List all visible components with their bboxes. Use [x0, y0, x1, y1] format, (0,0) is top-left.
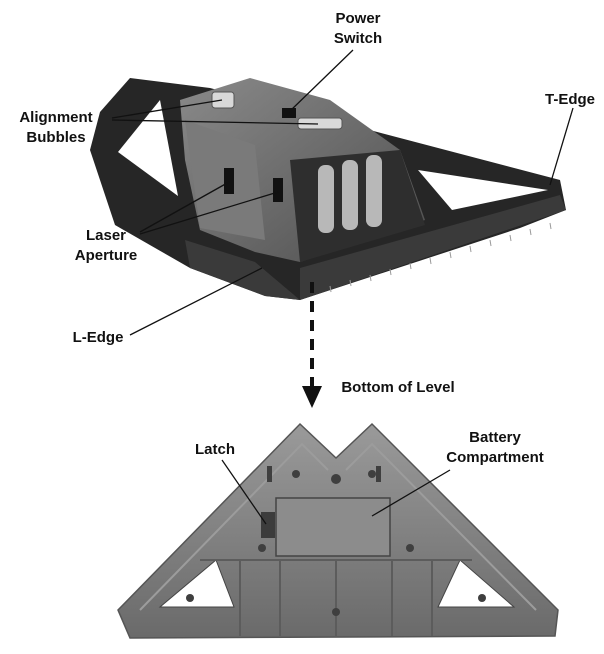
battery-compartment: [275, 497, 391, 557]
bottom-slots: [267, 466, 381, 482]
power-switch-leader: [288, 49, 354, 113]
bottom-ribs: [200, 559, 472, 636]
battery-compartment-line-1: Battery: [469, 429, 521, 446]
t-edge-ruler: [329, 222, 552, 293]
bottom-left-opening: [158, 559, 235, 608]
bubbles-leader-1: [111, 99, 223, 119]
bubble-vial-1: [211, 91, 235, 109]
l-edge-bevel: [185, 240, 300, 300]
l-edge-label: L-Edge: [72, 329, 124, 346]
t-edge-bevel: [300, 195, 566, 300]
bottom-view-arrow: [302, 282, 322, 408]
power-switch-label: Power Switch: [323, 9, 393, 49]
laser-aperture-line-1: Laser: [85, 227, 127, 244]
laser-aperture-2: [273, 178, 283, 202]
l-edge-leader: [129, 267, 263, 336]
leader-lines-top: [111, 49, 574, 336]
alignment-bubbles-line-1: Alignment: [19, 109, 93, 126]
bottom-right-opening: [437, 559, 516, 608]
level-bottom-view: [117, 422, 559, 639]
bottom-bevel-right: [345, 442, 537, 611]
aperture-leader-2: [139, 191, 279, 235]
alignment-bubbles-label: Alignment Bubbles: [10, 108, 102, 148]
latch-leader: [221, 459, 267, 525]
laser-aperture-label: Laser Aperture: [68, 226, 144, 266]
level-top-view: [90, 78, 566, 300]
power-switch-line-2: Switch: [333, 30, 383, 47]
power-switch: [282, 108, 296, 118]
battery-leader: [371, 469, 451, 517]
grip-ridge-3: [366, 155, 382, 227]
bottom-of-level-label: Bottom of Level: [341, 379, 455, 396]
left-opening: [118, 100, 178, 196]
right-opening: [418, 170, 548, 210]
power-switch-line-1: Power: [335, 10, 381, 27]
grip-ridge-2: [342, 160, 358, 230]
bubbles-leader-2: [111, 119, 319, 125]
t-edge-label: T-Edge: [544, 91, 595, 108]
grip-ridge-1: [318, 165, 334, 233]
battery-compartment-label: Battery Compartment: [436, 428, 554, 468]
laser-aperture-1: [224, 168, 234, 194]
alignment-bubbles-line-2: Bubbles: [26, 129, 86, 146]
bottom-bevel-left: [139, 442, 329, 611]
t-edge-leader: [549, 107, 574, 186]
laser-aperture-line-2: Aperture: [74, 247, 138, 264]
battery-compartment-line-2: Compartment: [446, 449, 544, 466]
latch-label: Latch: [194, 441, 235, 458]
aperture-leader-1: [139, 181, 230, 233]
screw-holes: [186, 470, 486, 616]
latch: [261, 512, 275, 538]
leader-lines-bottom: [221, 459, 451, 525]
